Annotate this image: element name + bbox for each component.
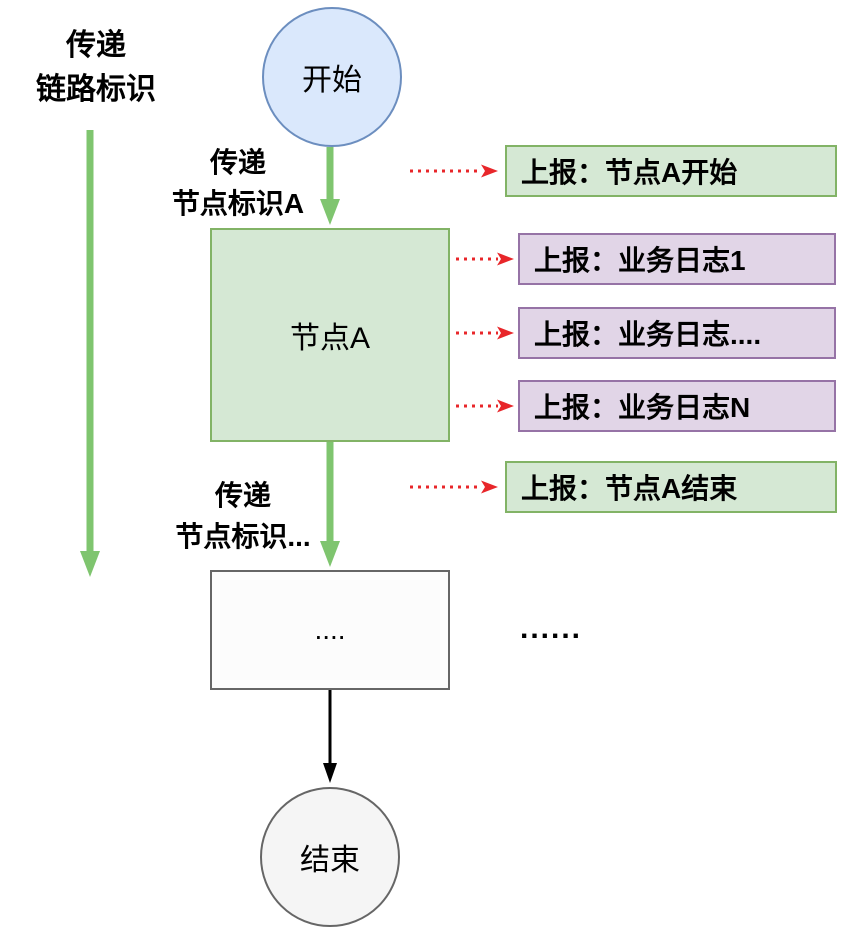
- end-node-label: 结束: [300, 844, 360, 877]
- report-box-biz-log-dots: 上报：业务日志....: [518, 307, 836, 359]
- report-box-node-a-start: 上报：节点A开始: [505, 145, 837, 197]
- placeholder-node-label: ....: [314, 614, 346, 645]
- end-node: 结束: [260, 787, 400, 927]
- report-label: 上报：业务日志....: [534, 319, 762, 350]
- node-a: 节点A: [210, 228, 450, 442]
- pass-node-id-a-label: 传递 节点标识A: [171, 147, 305, 219]
- report-label: 上报：节点A结束: [521, 473, 738, 504]
- report-box-biz-log-1: 上报：业务日志1: [518, 233, 836, 285]
- report-label: 上报：业务日志N: [534, 392, 751, 423]
- more-nodes-ellipsis: ......: [520, 612, 583, 645]
- report-box-node-a-end: 上报：节点A结束: [505, 461, 837, 513]
- placeholder-node: ....: [210, 570, 450, 690]
- node-a-label: 节点A: [289, 322, 370, 355]
- report-label: 上报：业务日志1: [534, 245, 746, 276]
- report-box-biz-log-n: 上报：业务日志N: [518, 380, 836, 432]
- start-node-label: 开始: [302, 64, 362, 97]
- pass-link-id-label: 传递 链路标识: [36, 29, 156, 106]
- report-label: 上报：节点A开始: [521, 157, 738, 188]
- pass-node-id-next-label: 传递 节点标识...: [175, 480, 311, 552]
- start-node: 开始: [262, 7, 402, 147]
